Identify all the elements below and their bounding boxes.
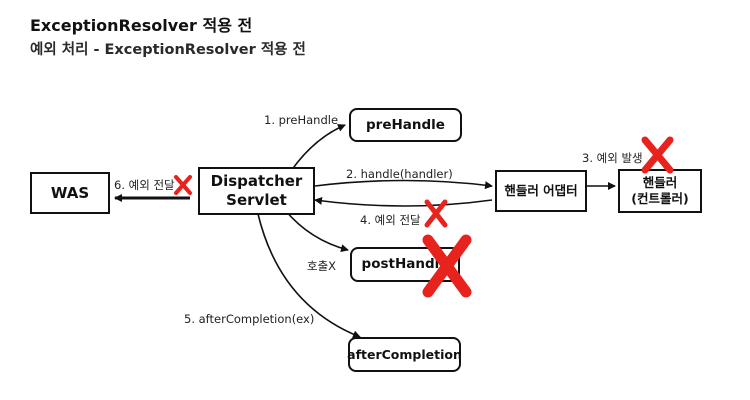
dispatcher-label-line2: Servlet xyxy=(226,191,287,209)
edge-label-step6: 6. 예외 전달 xyxy=(114,178,175,192)
handler-controller-node: 핸들러 (컨트롤러) xyxy=(618,169,702,213)
aftercompletion-node: afterCompletion xyxy=(347,337,462,372)
dispatcher-servlet-node: Dispatcher Servlet xyxy=(198,167,315,215)
cross-mark-icon xyxy=(424,199,448,228)
prehandle-node: preHandle xyxy=(349,108,462,142)
posthandle-label: postHandle xyxy=(361,256,449,273)
cross-mark-icon xyxy=(641,136,674,174)
prehandle-label: preHandle xyxy=(366,116,445,133)
handler-label-line1: 핸들러 xyxy=(642,175,678,191)
edge-label-step4: 4. 예외 전달 xyxy=(360,213,421,227)
was-label: WAS xyxy=(50,183,90,202)
arrow-handle xyxy=(314,179,493,190)
edge-label-step5: 5. afterCompletion(ex) xyxy=(184,312,315,326)
edge-label-not-called: 호출X xyxy=(307,259,337,273)
dispatcher-label-line1: Dispatcher xyxy=(210,172,303,191)
handler-adapter-node: 핸들러 어댑터 xyxy=(495,170,587,212)
cross-mark-icon xyxy=(422,234,472,298)
edge-label-step2: 2. handle(handler) xyxy=(346,167,453,181)
arrow-exception-return xyxy=(314,196,493,207)
handler-adapter-label: 핸들러 어댑터 xyxy=(504,183,578,199)
was-node: WAS xyxy=(30,172,110,214)
arrow-posthandle xyxy=(284,209,349,253)
page-title: ExceptionResolver 적용 전 xyxy=(30,16,253,35)
handler-label-line2: (컨트롤러) xyxy=(631,191,689,206)
edge-label-step3: 3. 예외 발생 xyxy=(582,151,643,165)
page-subtitle: 예외 처리 - ExceptionResolver 적용 전 xyxy=(30,42,306,58)
edge-label-step1: 1. preHandle xyxy=(264,113,339,127)
cross-mark-icon xyxy=(174,175,192,195)
arrow-aftercompletion xyxy=(257,213,361,339)
aftercompletion-label: afterCompletion xyxy=(347,346,462,362)
